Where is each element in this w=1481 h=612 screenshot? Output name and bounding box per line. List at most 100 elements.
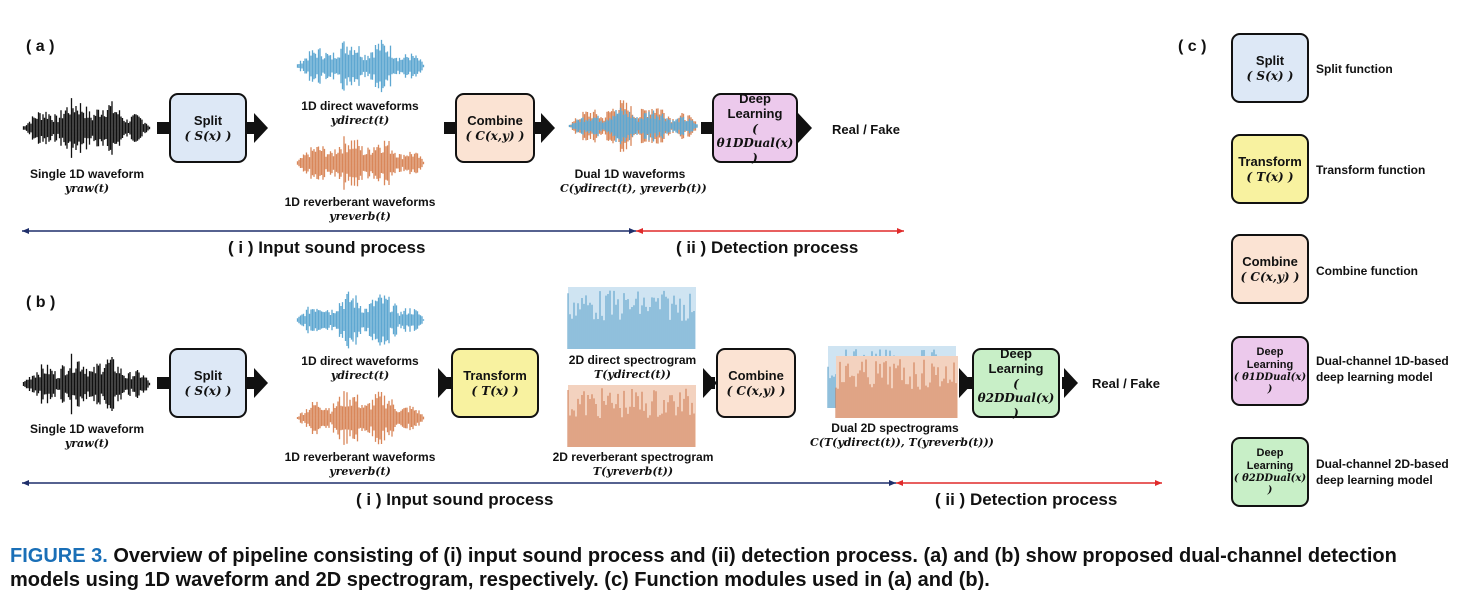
legend-deep1d-desc: Dual-channel 1D-based deep learning mode… xyxy=(1316,353,1449,385)
direct-spectrogram-symbol: T(ydirect(t)) xyxy=(594,368,671,382)
direct-waveform-symbol: ydirect(t) xyxy=(330,369,390,383)
legend-deep2d-box: Deep Learning ( θ2DDual(x) ) xyxy=(1231,437,1309,507)
detection-process-label-b: ( ii ) Detection process xyxy=(935,490,1118,509)
connector-deep-a-stub xyxy=(701,122,710,134)
module-function: ( T(x) ) xyxy=(471,383,519,398)
dual-2d-text: Dual 2D spectrograms xyxy=(831,421,959,435)
reverb-spectrogram-bands xyxy=(567,388,695,447)
reverb-waveform-b xyxy=(296,391,425,445)
legend-combine-desc: Combine function xyxy=(1316,264,1418,278)
input-process-arrow-b-left-head xyxy=(22,480,29,486)
legend-combine-box: Combine ( C(x,y) ) xyxy=(1231,234,1309,304)
split-module-a: Split ( S(x) ) xyxy=(169,93,247,163)
module-function: ( C(x,y) ) xyxy=(465,128,525,143)
single-waveform-label-b: Single 1D waveform yraw(t) xyxy=(22,421,152,452)
single-waveform-a xyxy=(22,98,151,158)
connector-split-b-stub xyxy=(157,377,166,389)
single-waveform-symbol: yraw(t) xyxy=(64,182,110,196)
module-function: ( S(x) ) xyxy=(184,128,232,143)
caption-text: Overview of pipeline consisting of (i) i… xyxy=(10,545,1397,591)
module-name: Split xyxy=(193,113,223,128)
combine-module-a: Combine ( C(x,y) ) xyxy=(455,93,535,163)
connector-result-b-head xyxy=(1064,368,1078,398)
module-function: ( S(x) ) xyxy=(184,383,232,398)
deep-learning-2d-module: Deep Learning ( θ2DDual(x) ) xyxy=(972,346,1060,420)
module-name-line2: Learning xyxy=(1246,359,1294,371)
connector-combine-b-head xyxy=(703,368,717,398)
legend-desc-line2: deep learning model xyxy=(1316,370,1433,385)
legend-split-box: Split ( S(x) ) xyxy=(1231,33,1309,103)
module-name: Split xyxy=(193,368,223,383)
split-module-b: Split ( S(x) ) xyxy=(169,348,247,418)
direct-spectrogram-bands xyxy=(567,290,695,349)
direct-spectrogram-text: 2D direct spectrogram xyxy=(568,353,697,367)
reverb-waveform-label-b: 1D reverberant waveforms yreverb(t) xyxy=(282,449,438,480)
single-waveform-label-a: Single 1D waveform yraw(t) xyxy=(22,166,152,197)
module-function: ( θ2DDual(x) ) xyxy=(977,377,1055,420)
detection-process-arrow-b-right-head xyxy=(1155,480,1162,486)
caption-label: FIGURE 3. xyxy=(10,545,108,567)
input-process-arrow-a-left-head xyxy=(22,228,29,234)
reverb-waveform-label-a: 1D reverberant waveforms yreverb(t) xyxy=(282,194,438,225)
result-label-a: Real / Fake xyxy=(832,122,900,137)
dual-1d-text: Dual 1D waveforms xyxy=(574,167,686,181)
reverb-waveform-symbol: yreverb(t) xyxy=(329,210,391,224)
direct-waveform-text: 1D direct waveforms xyxy=(301,354,419,368)
reverb-waveform-a xyxy=(296,136,425,190)
deep-learning-1d-module: Deep Learning ( θ1DDual(x) ) xyxy=(712,90,798,165)
reverb-waveform-text: 1D reverberant waveforms xyxy=(284,450,436,464)
module-name-line1: Deep xyxy=(1256,345,1284,358)
legend-desc-line1: Dual-channel 1D-based xyxy=(1316,354,1449,368)
legend-split-desc: Split function xyxy=(1316,62,1393,76)
direct-waveform-a xyxy=(296,39,425,93)
direct-waveform-symbol: ydirect(t) xyxy=(330,114,390,128)
direct-waveform-label-b: 1D direct waveforms ydirect(t) xyxy=(285,353,435,384)
reverb-spectrogram-symbol: T(yreverb(t)) xyxy=(592,465,674,479)
module-function: ( T(x) ) xyxy=(1246,169,1294,184)
figure-caption: FIGURE 3. Overview of pipeline consistin… xyxy=(10,545,1470,592)
panel-label-b: ( b ) xyxy=(26,294,56,311)
input-process-label-b: ( i ) Input sound process xyxy=(356,490,554,509)
module-function: ( θ1DDual(x) ) xyxy=(1233,372,1307,396)
module-name-line1: Deep xyxy=(1256,446,1284,459)
legend-transform-box: Transform ( T(x) ) xyxy=(1231,134,1309,204)
module-name: Split xyxy=(1255,53,1285,68)
module-function: ( θ1DDual(x) ) xyxy=(716,122,794,165)
single-waveform-text: Single 1D waveform xyxy=(29,422,145,436)
direct-spectrogram-label: 2D direct spectrogram T(ydirect(t)) xyxy=(560,352,705,383)
detection-process-arrow-a-left-head xyxy=(636,228,643,234)
module-name: Transform xyxy=(1238,154,1302,169)
input-process-label-a: ( i ) Input sound process xyxy=(228,238,426,257)
module-name-line2: Learning xyxy=(988,361,1044,377)
module-name: Combine xyxy=(728,368,784,383)
panel-label-a: ( a ) xyxy=(26,38,55,55)
dual-2d-label: Dual 2D spectrograms C(T(ydirect(t)), T(… xyxy=(810,420,994,451)
direct-waveform-label-a: 1D direct waveforms ydirect(t) xyxy=(285,98,435,129)
legend-desc-line2: deep learning model xyxy=(1316,473,1433,488)
legend-deep2d-desc: Dual-channel 2D-based deep learning mode… xyxy=(1316,456,1449,488)
single-waveform-text: Single 1D waveform xyxy=(29,167,145,181)
module-name-line1: Deep xyxy=(739,90,771,106)
combine-module-b: Combine ( C(x,y) ) xyxy=(716,348,796,418)
dual-waveform-direct-a xyxy=(568,107,698,145)
module-name: Combine xyxy=(467,113,523,128)
dual-spectrogram-reverb-bands xyxy=(835,359,957,418)
module-function: ( C(x,y) ) xyxy=(726,383,786,398)
module-name: Transform xyxy=(463,368,527,383)
input-process-arrow-a-right-head xyxy=(629,228,636,234)
reverb-waveform-symbol: yreverb(t) xyxy=(329,465,391,479)
dual-1d-symbol: C(ydirect(t), yreverb(t)) xyxy=(560,182,707,196)
transform-module-b: Transform ( T(x) ) xyxy=(451,348,539,418)
module-name: Combine xyxy=(1242,254,1298,269)
reverb-spectrogram-label: 2D reverberant spectrogram T(yreverb(t)) xyxy=(551,449,715,480)
panel-label-c: ( c ) xyxy=(1178,38,1207,55)
module-function: ( C(x,y) ) xyxy=(1240,269,1300,284)
legend-transform-desc: Transform function xyxy=(1316,163,1426,177)
module-name-line2: Learning xyxy=(1246,460,1294,472)
connector-split-a-head xyxy=(254,113,268,143)
dual-2d-symbol: C(T(ydirect(t)), T(yreverb(t))) xyxy=(810,436,994,450)
dual-1d-label: Dual 1D waveforms C(ydirect(t), yreverb(… xyxy=(560,166,707,197)
detection-process-arrow-a-right-head xyxy=(897,228,904,234)
detection-process-arrow-b-left-head xyxy=(896,480,903,486)
connector-deep-b-head xyxy=(959,368,973,398)
